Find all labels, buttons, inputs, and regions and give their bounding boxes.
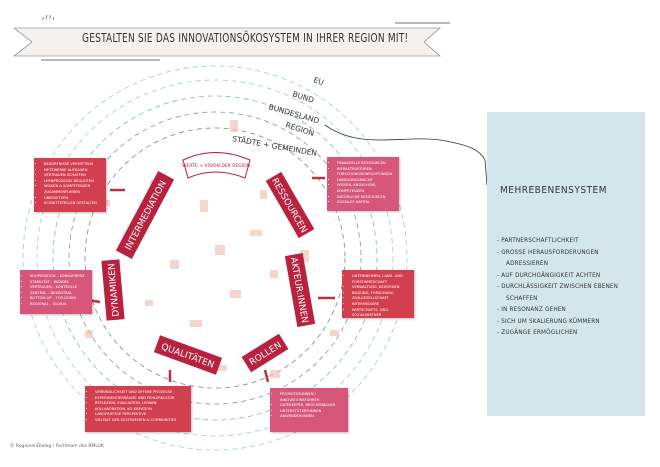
list-item: GATEKEEPER, BRÜCKENBAUER — [280, 403, 343, 409]
list-item: SCHNITTSTELLEN GESTALTEN — [44, 201, 101, 207]
list-item: - GROSSE HERAUSFORDERUNGEN ADRESSIEREN — [497, 248, 599, 268]
banner-label-intermediation: INTERMEDIATION — [124, 179, 169, 252]
list-item: UNTERSTÜTZER:INNEN — [280, 409, 343, 415]
list-item: BILDUNG, FORSCHUNG — [352, 291, 409, 297]
list-item: KOOPERATION – KONKURRENZ — [30, 274, 87, 280]
side-panel-list: - PARTNERSCHAFTLICHKEIT - GROSSE HERAUSFO… — [497, 235, 642, 339]
banner-label-dynamiken: DYNAMIKEN — [107, 263, 122, 317]
title-banner-shape — [13, 14, 450, 61]
list-item: VERWALTUNG, BEHÖRDEN — [352, 285, 409, 291]
list-item: LANGFRISTIGE PERSPEKTIVE — [95, 412, 186, 418]
level-eu: EU — [312, 75, 325, 87]
credit-text: © RegionenDialog / Fachteam des BMLUK — [10, 444, 104, 449]
connector-line — [324, 124, 488, 186]
rollen-box: PROMOTOR:INNEN / INNOVATIONSFÜHRERGATEKE… — [270, 388, 348, 432]
list-item: - SICH UM SKALIERUNG KÜMMERN — [497, 317, 600, 325]
list-item: ÜBERSETZEN — [44, 196, 101, 202]
list-item: WISSEN & KOMPETENZEN ZUSAMMENFÜHREN — [44, 184, 101, 195]
banner-akteurinnen: AKTEUR:INNEN — [284, 252, 316, 328]
center-label: WERTE + VISION DER REGION — [182, 163, 250, 169]
list-item: UNTERNEHMEN, LAND- UND FORSTWIRTSCHAFT — [352, 274, 409, 285]
list-item: FINANZIELLE RESSOURCEN — [337, 161, 394, 167]
list-item: VIELFALT DER SICHTWEISEN & COMMUNITIES — [95, 418, 186, 424]
list-item: ZENTRAL – DEZENTRAL — [30, 291, 87, 297]
list-item: NATÜRLICHE RESSOURCEN — [337, 195, 394, 201]
list-item: REGIONAL – GLOBAL — [30, 302, 87, 308]
list-item: BEDÜRFNISSE VERMITTELN — [44, 162, 101, 168]
list-item: - IN RESONANZ GEHEN — [497, 306, 566, 313]
ressourcen-box: FINANZIELLE RESSOURCENINFRASTRUKTUREN, F… — [327, 157, 399, 211]
intermediation-box: BEDÜRFNISSE VERMITTELNNETZWERKE AUFBAUEN… — [34, 158, 106, 212]
list-item: - PARTNERSCHAFTLICHKEIT — [497, 237, 579, 244]
list-item: WISSEN, KNOW-HOW, KOMPETENZEN — [337, 183, 394, 194]
list-item: INFRASTRUKTUREN, FORSCHUNGSEINRICHTUNGEN — [337, 167, 394, 178]
list-item: VERTRAUEN – KONTROLLE — [30, 285, 87, 291]
banner-rollen: ROLLEN — [241, 333, 289, 373]
list-item: HANDLUNGSMACHT — [337, 178, 394, 184]
banner-ressourcen: RESSOURCEN — [265, 171, 315, 239]
mehrebenensystem-panel — [487, 112, 645, 416]
list-item: NETZWERKE AUFBAUEN — [44, 168, 101, 174]
banner-intermediation: INTERMEDIATION — [115, 171, 175, 259]
banner-dynamiken: DYNAMIKEN — [101, 259, 125, 321]
akteurinnen-box: UNTERNEHMEN, LAND- UND FORSTWIRTSCHAFTVE… — [342, 270, 414, 318]
list-item: REFLEXION, EVALUATION, LERNEN — [95, 401, 186, 407]
banner-qualitaeten: QUALITÄTEN — [153, 335, 223, 375]
list-item: - ZUGÄNGE ERMÖGLICHEN — [497, 329, 578, 336]
side-panel-title: MEHREBENENSYSTEM — [500, 185, 608, 196]
ring-circles — [22, 65, 408, 451]
qualitaeten-box: VERBINDLICHKEIT UND OFFENE PROZESSEEXPER… — [85, 386, 191, 432]
level-bund: BUND — [291, 89, 315, 104]
list-item: WIRTSCHAFTS- UND SOZIALPARTNER — [352, 308, 409, 319]
list-item: PROMOTOR:INNEN / INNOVATIONSFÜHRER — [280, 392, 343, 403]
dynamiken-box: KOOPERATION – KONKURRENZSTABILITÄT – WAN… — [20, 270, 92, 314]
level-staedte: STÄDTE + GEMEINDEN — [232, 134, 318, 158]
list-item: KOLLABORATION, KO-KREATION — [95, 407, 186, 413]
list-item: EXPERIMENTIERRÄUME UND FEHLERKULTUR — [95, 396, 186, 402]
list-item: VERTRAUEN SCHAFFEN — [44, 173, 101, 179]
list-item: LERNPROZESSE BEGLEITEN — [44, 179, 101, 185]
banners: INTERMEDIATION RESSOURCEN AKTEUR:INNEN R… — [101, 171, 316, 375]
list-item: STABILITÄT – WANDEL — [30, 280, 87, 286]
list-item: - DURCHLÄSSIGKEIT ZWISCHEN EBENEN SCHAFF… — [497, 283, 619, 302]
list-item: VERBINDLICHKEIT UND OFFENE PROZESSE — [95, 390, 186, 396]
list-item: - AUF DURCHGÄNGIGKEIT ACHTEN — [497, 271, 601, 279]
list-item: ZIVILGESELLSCHAFT — [352, 296, 409, 302]
center-label-arc: WERTE + VISION DER REGION — [182, 152, 251, 179]
list-item: SOZIALES KAPITAL — [337, 200, 394, 206]
list-item: ANWENDER:INNEN — [280, 414, 343, 420]
list-item: INTERMEDIÄRE — [352, 302, 409, 308]
level-labels: EU BUND BUNDESLAND REGION STÄDTE + GEMEI… — [232, 75, 325, 158]
page-title: GESTALTEN SIE DAS INNOVATIONSÖKOSYSTEM I… — [82, 30, 409, 45]
list-item: BOTTOM-UP – TOP-DOWN — [30, 296, 87, 302]
